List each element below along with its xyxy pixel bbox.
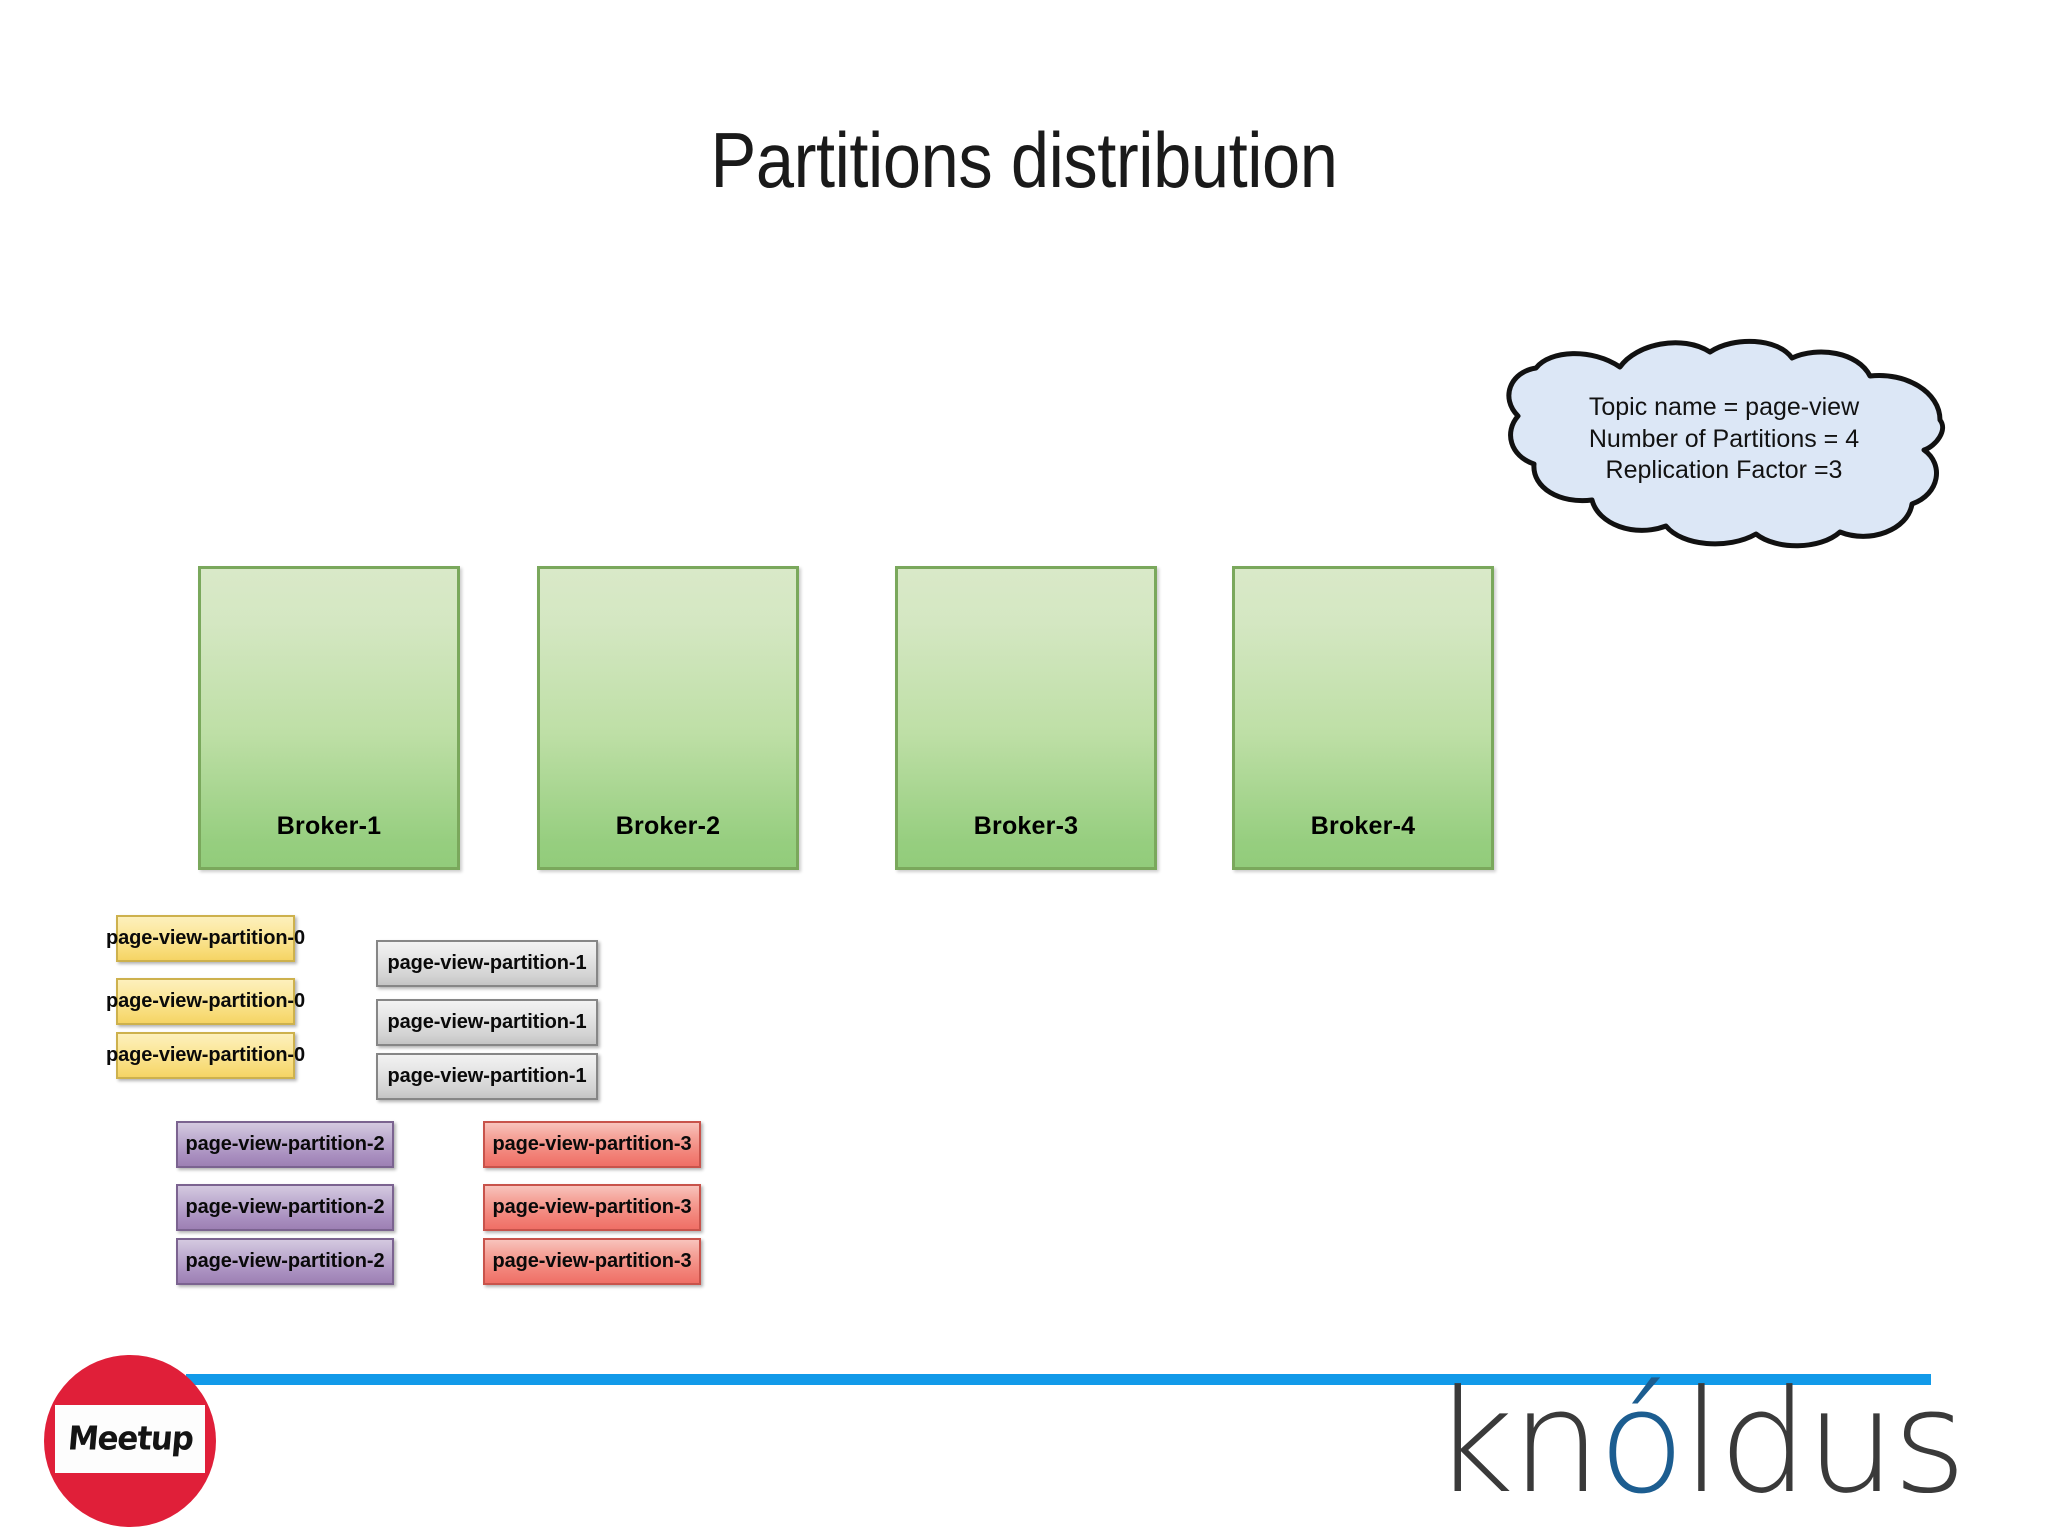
partition-chip-2-replica-3[interactable]: page-view-partition-2 [176, 1238, 394, 1285]
partition-chip-1-replica-1[interactable]: page-view-partition-1 [376, 940, 598, 987]
cloud-shape [1506, 338, 1946, 549]
cloud-line-2: Number of Partitions = 4 [1588, 424, 1860, 453]
broker-box-3[interactable]: Broker-3 [895, 566, 1157, 870]
partition-chip-2-replica-2[interactable]: page-view-partition-2 [176, 1184, 394, 1231]
partition-chip-0-replica-3[interactable]: page-view-partition-0 [106, 1032, 305, 1079]
knoldus-accent-o: ó [1598, 1360, 1685, 1525]
topic-config-cloud: Topic name = page-view Number of Partiti… [1488, 338, 1960, 550]
broker-box-4[interactable]: Broker-4 [1232, 566, 1494, 870]
page-title: Partitions distribution [710, 116, 1338, 204]
partition-chip-0-replica-1[interactable]: page-view-partition-0 [106, 915, 305, 962]
partition-chip-1-replica-2[interactable]: page-view-partition-1 [376, 999, 598, 1046]
cloud-line-3: Replication Factor =3 [1605, 456, 1843, 484]
broker-label: Broker-3 [973, 812, 1079, 840]
knoldus-suffix: ldus [1682, 1360, 1967, 1525]
meetup-wordmark: Meetup [65, 1419, 195, 1459]
meetup-logo: Meetup [44, 1355, 216, 1527]
partition-chip-3-replica-3[interactable]: page-view-partition-3 [483, 1238, 701, 1285]
knoldus-logo: knóldus [1432, 1368, 1967, 1518]
meetup-plate: Meetup [55, 1405, 205, 1473]
partition-chip-3-replica-2[interactable]: page-view-partition-3 [483, 1184, 701, 1231]
broker-label: Broker-1 [276, 812, 382, 840]
cloud-text: Topic name = page-view Number of Partiti… [1488, 392, 1960, 487]
partition-chip-3-replica-1[interactable]: page-view-partition-3 [483, 1121, 701, 1168]
partition-chip-0-replica-2[interactable]: page-view-partition-0 [106, 978, 305, 1025]
broker-label: Broker-2 [615, 812, 721, 840]
broker-box-1[interactable]: Broker-1 [198, 566, 460, 870]
partition-chip-2-replica-1[interactable]: page-view-partition-2 [176, 1121, 394, 1168]
partition-chip-1-replica-3[interactable]: page-view-partition-1 [376, 1053, 598, 1100]
broker-label: Broker-4 [1310, 812, 1416, 840]
cloud-line-1: Topic name = page-view [1588, 393, 1860, 421]
knoldus-prefix: kn [1432, 1360, 1601, 1525]
broker-box-2[interactable]: Broker-2 [537, 566, 799, 870]
footer-divider [186, 1374, 1931, 1385]
